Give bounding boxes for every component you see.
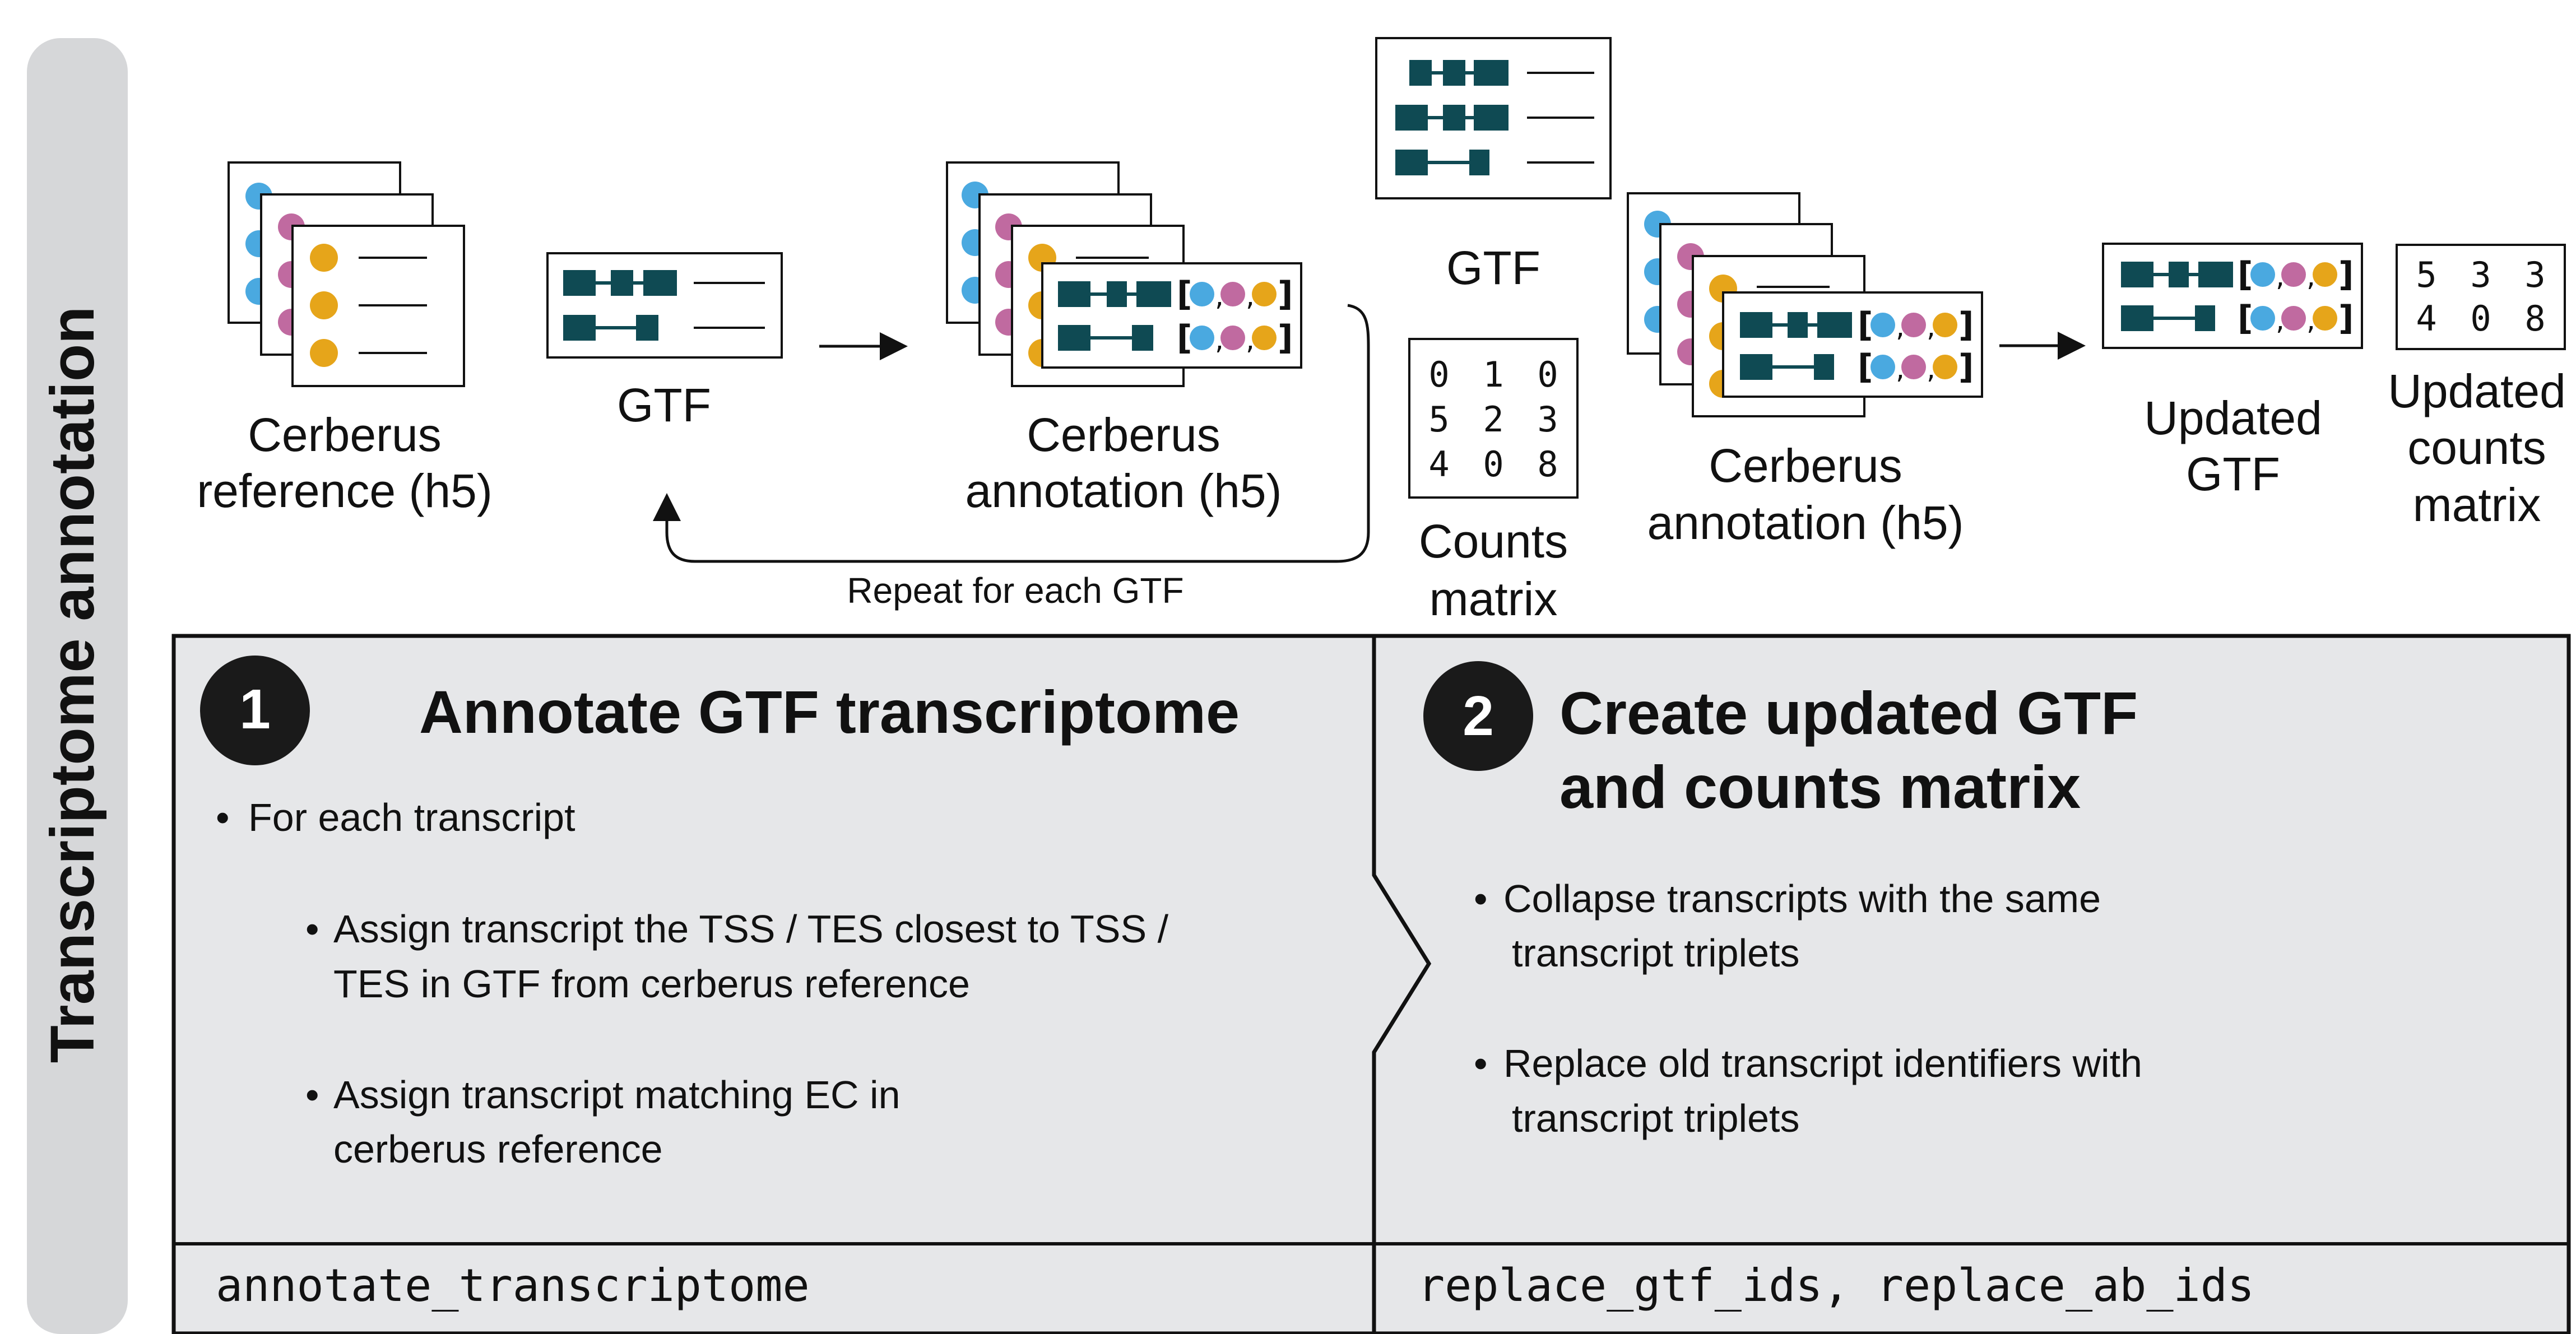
gtf-icon: [546, 252, 783, 359]
gtf-input-icon: [1375, 37, 1612, 199]
svg-text:,: ,: [1927, 310, 1936, 343]
svg-text:,: ,: [2306, 260, 2315, 292]
updated-counts-cell-0-1: 3: [2470, 254, 2491, 295]
svg-text:]: ]: [2338, 299, 2354, 338]
cerberus-reference-label-1: Cerberus: [248, 408, 441, 461]
svg-text:,: ,: [2276, 304, 2285, 336]
step-1-sub-bullet-1-line-1: Assign transcript the TSS / TES closest …: [333, 907, 1169, 951]
loop-label: Repeat for each GTF: [847, 570, 1183, 611]
step-1-sub-bullet-dot-2: •: [305, 1073, 319, 1117]
svg-text:[: [: [1858, 305, 1873, 345]
gtf-label: GTF: [617, 379, 711, 431]
updated-counts-cell-0-2: 3: [2524, 254, 2545, 295]
updated-gtf-label-1: Updated: [2144, 392, 2322, 444]
svg-text:,: ,: [1246, 323, 1255, 356]
step-2-title-line-1: Create updated GTF: [1559, 679, 2138, 747]
svg-text:,: ,: [1896, 352, 1905, 385]
updated-counts-label-1: Updated: [2388, 365, 2566, 417]
cerberus-annotation-2-icon: [ , , ] [ , , ]: [1627, 192, 1983, 417]
step-1-number: 1: [239, 678, 271, 741]
counts-cell-1-1: 2: [1483, 399, 1503, 440]
svg-text:,: ,: [1215, 323, 1224, 356]
step-2-number: 2: [1463, 685, 1494, 747]
step-2-bullet-dot-2: •: [1474, 1042, 1488, 1085]
updated-counts-cell-1-2: 8: [2524, 298, 2545, 339]
step-1-panel: [174, 636, 1429, 1244]
step-2-panel: [1374, 636, 2569, 1244]
gtf-input-label: GTF: [1446, 241, 1540, 294]
svg-text:,: ,: [2306, 304, 2315, 336]
updated-counts-label-3: matrix: [2413, 478, 2541, 531]
step-2-bullet-2-line-2: transcript triplets: [1512, 1096, 1799, 1140]
updated-counts-cell-0-0: 5: [2416, 254, 2436, 295]
counts-cell-0-2: 0: [1537, 354, 1558, 395]
step-2-bullet-1-line-2: transcript triplets: [1512, 931, 1799, 975]
counts-cell-2-0: 4: [1428, 444, 1449, 485]
step-2-number-badge: [1423, 661, 1533, 771]
updated-gtf-icon: [ , , ] [ , , ]: [2102, 243, 2363, 349]
cerberus-annotation-label-1: Cerberus: [1027, 408, 1220, 461]
svg-text:]: ]: [1278, 318, 1293, 357]
counts-cell-1-0: 5: [1428, 399, 1449, 440]
counts-cell-0-1: 1: [1483, 354, 1503, 395]
svg-text:[: [: [2238, 299, 2253, 338]
svg-text:,: ,: [1215, 280, 1224, 312]
counts-cell-2-1: 0: [1483, 444, 1503, 485]
svg-text:,: ,: [1246, 280, 1255, 312]
counts-cell-2-2: 8: [1537, 444, 1558, 485]
cerberus-annotation-label-2: annotation (h5): [965, 464, 1282, 517]
svg-text:[: [: [2238, 255, 2253, 294]
svg-text:[: [: [1177, 275, 1192, 314]
step-1-bullet-top: For each transcript: [248, 796, 575, 839]
loop-arrow: [653, 304, 1370, 563]
cerberus-reference-label-2: reference (h5): [197, 464, 493, 517]
step-1-sub-bullet-dot-1: •: [305, 907, 319, 951]
svg-text:]: ]: [2338, 255, 2354, 294]
step-1-function: annotate_transcriptome: [216, 1259, 810, 1312]
updated-counts-cell-1-1: 0: [2470, 298, 2491, 339]
updated-counts-cell-1-0: 4: [2416, 298, 2436, 339]
step-1-sub-bullet-2-line-1: Assign transcript matching EC in: [333, 1073, 901, 1117]
svg-text:]: ]: [1958, 305, 1974, 345]
svg-text:,: ,: [1927, 352, 1936, 385]
svg-text:]: ]: [1278, 275, 1293, 314]
counts-cell-1-2: 3: [1537, 399, 1558, 440]
counts-matrix-label-2: matrix: [1429, 573, 1558, 625]
counts-matrix-icon: 0 1 0 5 2 3 4 0 8: [1408, 338, 1579, 499]
cerberus-annotation-2-label-1: Cerberus: [1709, 439, 1902, 492]
step-1-sub-bullet-2-line-2: cerberus reference: [333, 1127, 663, 1171]
svg-text:,: ,: [2276, 260, 2285, 292]
steps-panel: [171, 634, 2571, 1334]
updated-counts-label-2: counts: [2407, 421, 2546, 474]
step-2-bullet-1-line-1: Collapse transcripts with the same: [1503, 877, 2101, 921]
svg-text:]: ]: [1958, 347, 1974, 387]
side-label: Transcriptome annotation: [38, 306, 107, 1063]
cerberus-reference-icon: [228, 161, 465, 387]
counts-matrix-label-1: Counts: [1419, 515, 1568, 568]
cerberus-annotation-icon: [ , , ] [ , , ]: [946, 161, 1302, 387]
svg-text:[: [: [1177, 318, 1192, 357]
cerberus-annotation-2-label-2: annotation (h5): [1647, 496, 1964, 549]
step-2-function: replace_gtf_ids, replace_ab_ids: [1418, 1259, 2254, 1312]
updated-gtf-label-2: GTF: [2186, 448, 2280, 500]
svg-text:[: [: [1858, 347, 1873, 387]
step-1-sub-bullet-1-line-2: TES in GTF from cerberus reference: [333, 962, 970, 1006]
counts-cell-0-0: 0: [1428, 354, 1449, 395]
side-label-bar: Transcriptome annotation: [27, 38, 128, 1334]
svg-text:,: ,: [1896, 310, 1905, 343]
step-2-title-line-2: and counts matrix: [1559, 753, 2081, 821]
step-1-bullet-dot: •: [216, 796, 230, 839]
step-2-bullet-dot-1: •: [1474, 877, 1488, 921]
step-1-number-badge: [200, 656, 310, 765]
updated-counts-icon: 5 3 3 4 0 8: [2396, 244, 2566, 350]
step-1-title: Annotate GTF transcriptome: [419, 678, 1240, 746]
step-2-bullet-2-line-1: Replace old transcript identifiers with: [1503, 1042, 2142, 1085]
